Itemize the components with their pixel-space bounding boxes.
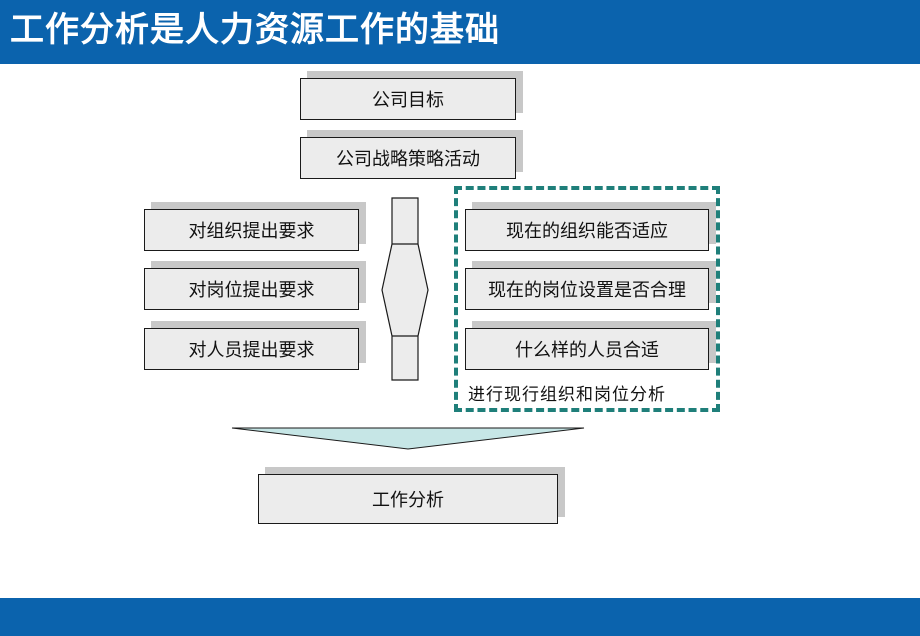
header-bar: 工作分析是人力资源工作的基础 bbox=[0, 0, 920, 64]
footer-bar bbox=[0, 598, 920, 636]
funnel-arrow bbox=[231, 427, 585, 450]
company-strategy-box: 公司战略策略活动 bbox=[300, 137, 516, 179]
position-setup-question-box: 现在的岗位设置是否合理 bbox=[465, 268, 709, 310]
org-requirement-box: 对组织提出要求 bbox=[144, 209, 359, 251]
org-fit-question-box: 现在的组织能否适应 bbox=[465, 209, 709, 251]
analysis-group-border bbox=[454, 186, 720, 412]
position-requirement-box: 对岗位提出要求 bbox=[144, 268, 359, 310]
analysis-group-caption: 进行现行组织和岗位分析 bbox=[468, 385, 666, 405]
double-arrow-connector bbox=[381, 197, 429, 381]
staff-requirement-box: 对人员提出要求 bbox=[144, 328, 359, 370]
page-title: 工作分析是人力资源工作的基础 bbox=[10, 10, 500, 50]
staff-fit-question-box: 什么样的人员合适 bbox=[465, 328, 709, 370]
job-analysis-box: 工作分析 bbox=[258, 474, 558, 524]
company-goal-box: 公司目标 bbox=[300, 78, 516, 120]
